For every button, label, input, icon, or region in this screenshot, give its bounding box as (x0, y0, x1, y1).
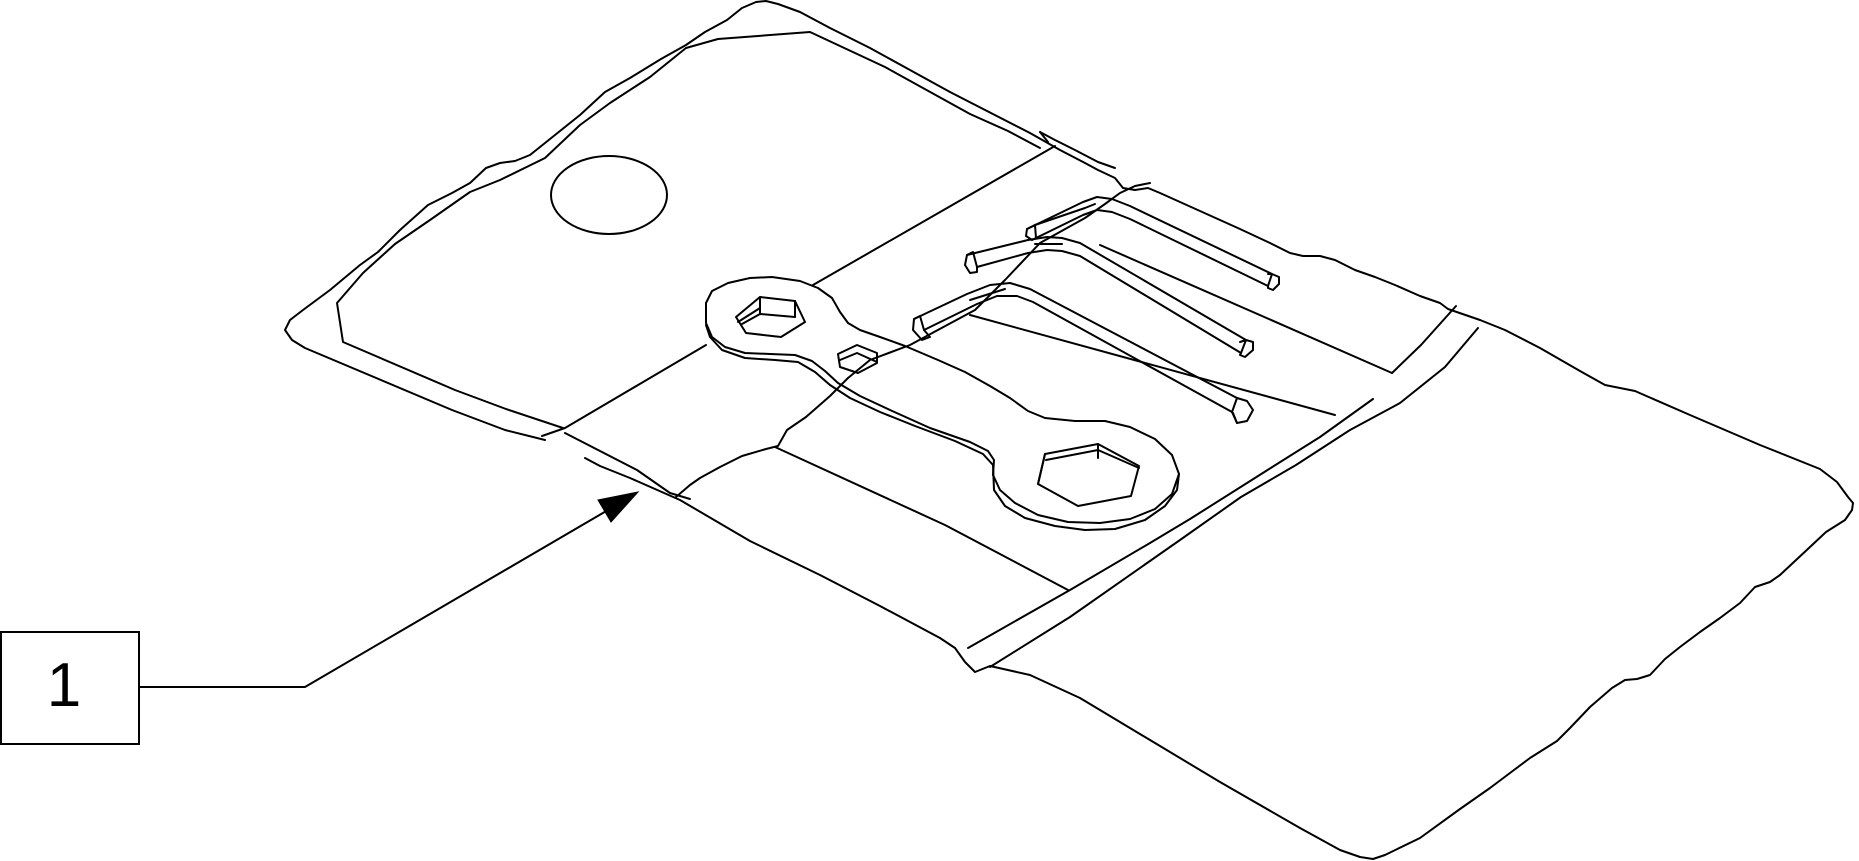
pouch-middle-flap-edge (675, 377, 849, 498)
hex-key-2-bottom (976, 249, 1242, 354)
wrench-hex-socket-right-depth (1037, 443, 1099, 485)
tool-pouch (284, 0, 1854, 860)
pouch-middle-flap-base (774, 446, 1069, 591)
pouch-upper-flap-outline (284, 0, 1481, 441)
hex-key-1-left-end (1025, 224, 1037, 241)
pouch-right-panel-edge-2 (969, 314, 1336, 416)
velcro-patch-circle (550, 155, 668, 235)
pouch-middle-bottom-edge (564, 432, 691, 500)
hex-key-3-end-hex (1232, 412, 1238, 424)
hex-key-2-left-end (964, 251, 978, 274)
hex-key-1-bottom (1035, 209, 1269, 287)
pouch-elastic-band-right (1039, 131, 1116, 169)
small-hex-bit-inner (839, 352, 878, 363)
pouch-lower-panel-outline (584, 319, 1854, 860)
hex-key-2-right-end (1239, 339, 1254, 358)
wrench-outline-top (705, 276, 1180, 524)
hex-key-1-right-end (1267, 273, 1280, 291)
pouch-right-fold-step (1391, 305, 1457, 374)
wrench-outline-bottom (705, 324, 1180, 531)
callout-number: 1 (47, 651, 81, 720)
wrench-hex-socket-right (1037, 443, 1140, 507)
pouch-lower-panel-inner-line (989, 327, 1479, 668)
hex-key-3-bottom (923, 295, 1233, 413)
callout-arrowhead (597, 491, 640, 523)
callout-1: 1 (0, 491, 640, 745)
pouch-right-panel-edge (1099, 244, 1393, 374)
hex-key-2-top (966, 236, 1247, 341)
hex-key-3-mid (969, 288, 1006, 301)
hex-key-1-mid (1034, 203, 1096, 226)
pouch-panel-left-edge (541, 344, 707, 437)
callout-box (0, 631, 140, 745)
hex-key-3-top (913, 282, 1238, 399)
pouch-fold-line (812, 145, 1056, 286)
wrench-hex-socket-left-depth (737, 296, 796, 323)
hex-key-1-top (1026, 196, 1273, 275)
pouch-strap-line (847, 182, 1151, 379)
pouch-upper-flap-inner-line (336, 31, 1041, 429)
wrench (705, 276, 1180, 531)
callout-leader-line (138, 509, 609, 688)
pouch-lower-panel-inner-line-2 (967, 398, 1374, 649)
hex-keys (912, 196, 1280, 424)
